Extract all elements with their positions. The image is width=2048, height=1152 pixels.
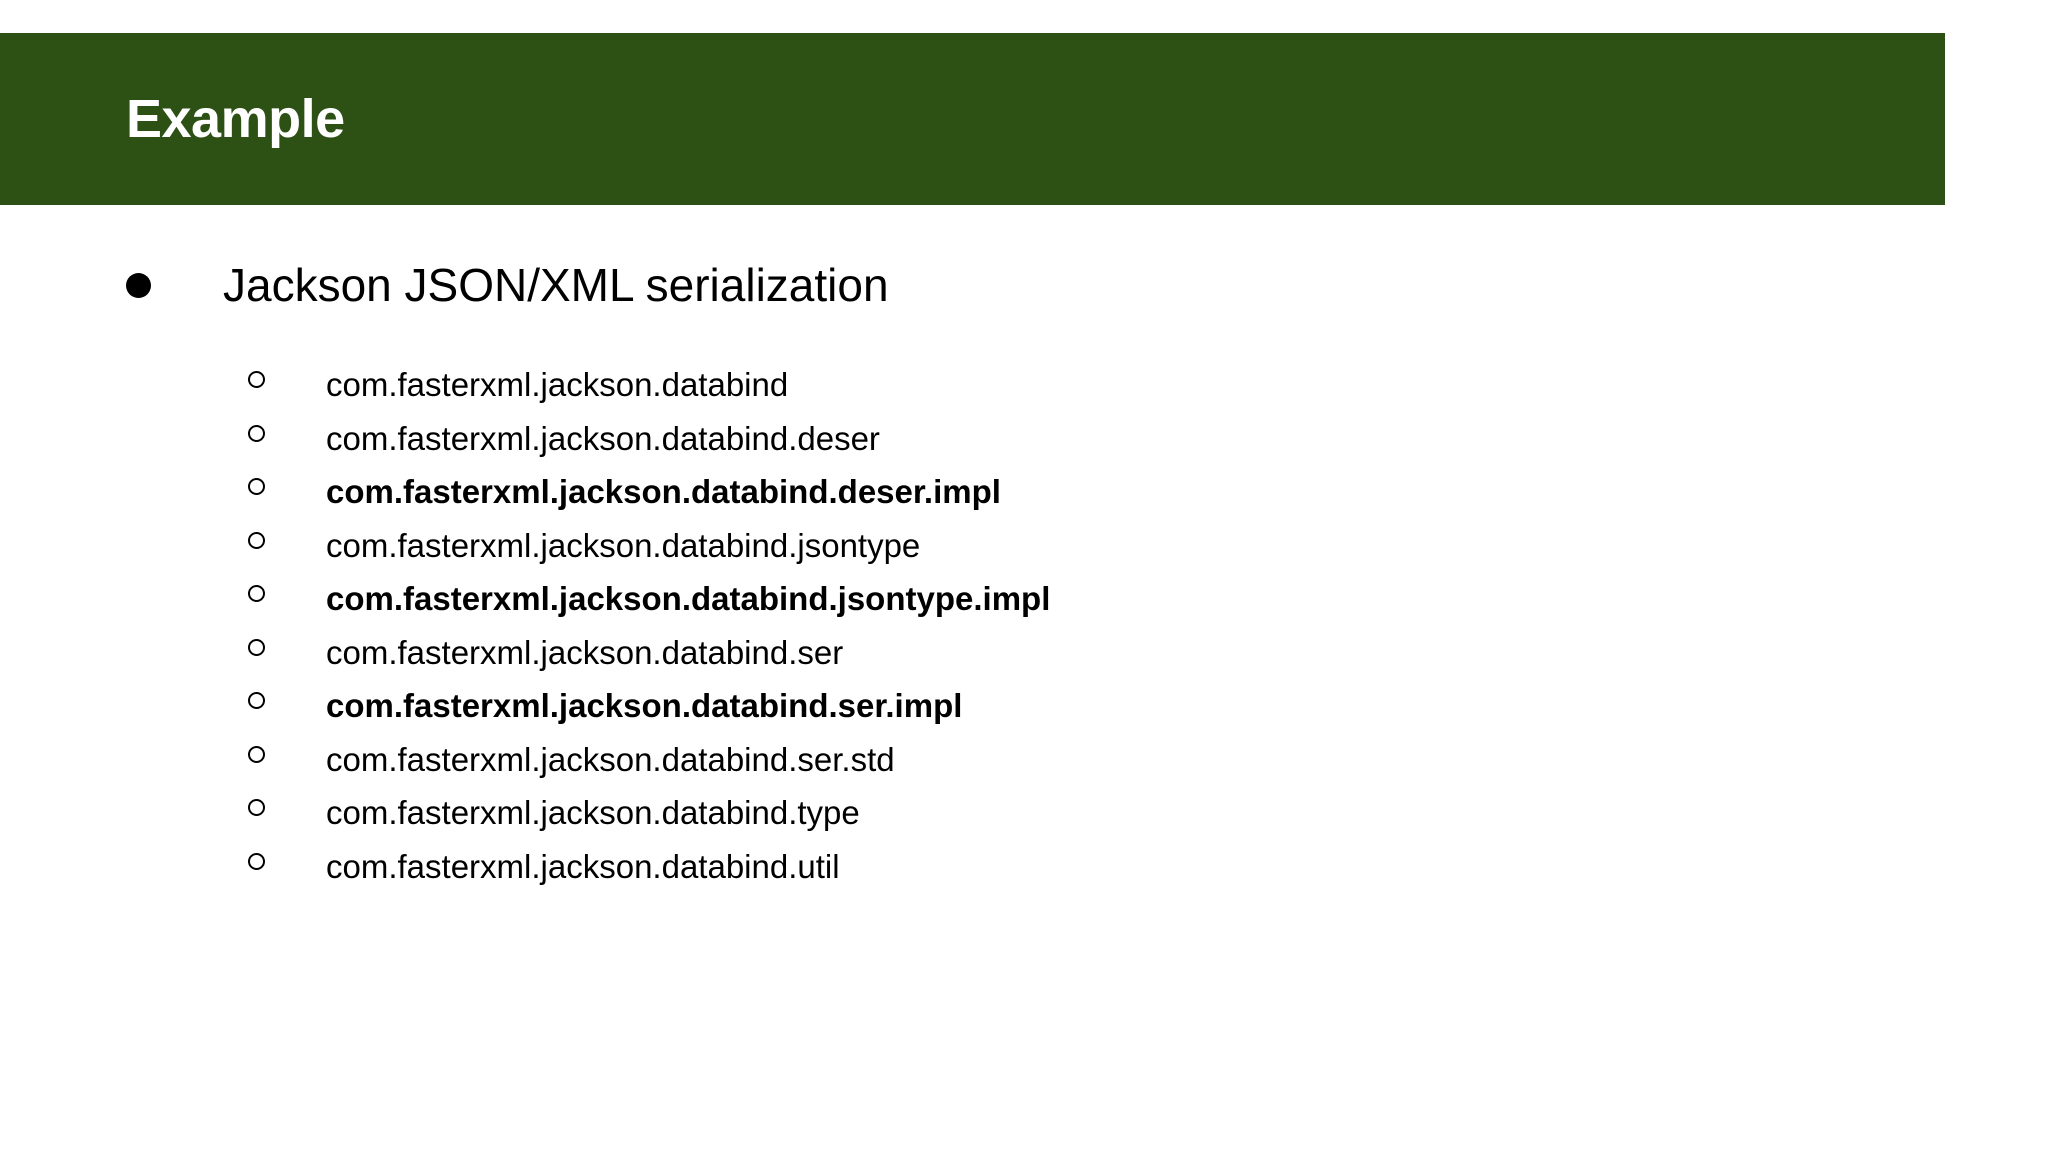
list-item: com.fasterxml.jackson.databind.util: [248, 850, 1050, 904]
list-item: com.fasterxml.jackson.databind.deser.imp…: [248, 475, 1050, 529]
sub-bullet-label: com.fasterxml.jackson.databind.util: [326, 847, 840, 885]
hollow-circle-icon: [248, 852, 273, 878]
hollow-circle-icon: [248, 638, 273, 664]
list-item: com.fasterxml.jackson.databind.type: [248, 796, 1050, 850]
page-title: Example: [126, 88, 345, 149]
sub-bullet-label: com.fasterxml.jackson.databind.ser.std: [326, 740, 895, 778]
sub-bullet-label: com.fasterxml.jackson.databind.ser.impl: [326, 687, 963, 724]
sub-bullet-label: com.fasterxml.jackson.databind.deser: [326, 419, 880, 457]
slide-body: Jackson JSON/XML serialization com.faste…: [0, 205, 2048, 1152]
list-item: com.fasterxml.jackson.databind.jsontype.…: [248, 582, 1050, 636]
hollow-circle-icon: [248, 371, 273, 396]
hollow-circle-icon: [248, 745, 273, 771]
sub-bullet-label: com.fasterxml.jackson.databind.deser.imp…: [326, 473, 1001, 510]
list-item: com.fasterxml.jackson.databind.deser: [248, 422, 1050, 476]
sub-bullet-label: com.fasterxml.jackson.databind: [326, 366, 789, 403]
list-item: com.fasterxml.jackson.databind: [248, 368, 1050, 422]
title-bar: Example: [0, 33, 1945, 205]
hollow-circle-icon: [248, 692, 273, 717]
hollow-circle-icon: [248, 424, 273, 450]
list-item: com.fasterxml.jackson.databind.ser: [248, 636, 1050, 690]
list-item: com.fasterxml.jackson.databind.ser.std: [248, 743, 1050, 797]
list-item: com.fasterxml.jackson.databind.ser.impl: [248, 689, 1050, 743]
sub-bullet-label: com.fasterxml.jackson.databind.type: [326, 794, 860, 831]
sub-bullet-label: com.fasterxml.jackson.databind.jsontype.…: [326, 580, 1051, 617]
bullet-level1: Jackson JSON/XML serialization: [126, 262, 889, 309]
hollow-circle-icon: [248, 585, 273, 610]
list-item: com.fasterxml.jackson.databind.jsontype: [248, 529, 1050, 583]
hollow-circle-icon: [248, 478, 273, 503]
hollow-circle-icon: [248, 799, 273, 824]
sub-bullet-label: com.fasterxml.jackson.databind.jsontype: [326, 526, 921, 564]
sub-bullet-list: com.fasterxml.jackson.databind com.faste…: [248, 368, 1050, 903]
filled-disc-icon: [126, 265, 160, 309]
bullet-level1-label: Jackson JSON/XML serialization: [223, 259, 889, 311]
sub-bullet-label: com.fasterxml.jackson.databind.ser: [326, 633, 844, 671]
hollow-circle-icon: [248, 531, 273, 557]
